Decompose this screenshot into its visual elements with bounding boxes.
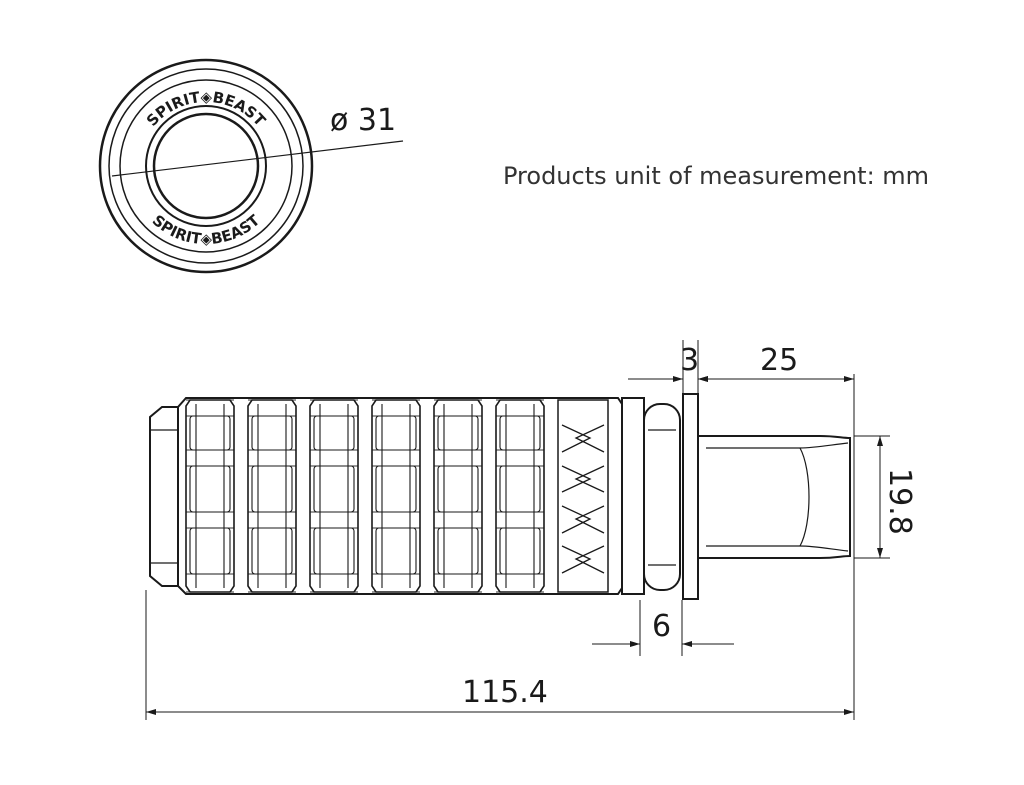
- unit-caption: Products unit of measurement: mm: [503, 162, 930, 190]
- flange: [682, 393, 699, 600]
- knurl-segment-1: [185, 399, 235, 593]
- emblem-band-outer: [119, 79, 293, 253]
- left-end-cap: [149, 406, 179, 587]
- diameter-label: ø 31: [330, 103, 396, 138]
- grip-outline: [177, 397, 623, 595]
- knurl-segment-6: [495, 399, 545, 593]
- bore: [152, 112, 260, 220]
- flange-thickness-label: 3: [680, 343, 699, 378]
- spike-segment: [557, 399, 609, 593]
- diameter-leader: [111, 140, 404, 177]
- knurl-segment-4: [371, 399, 421, 593]
- emblem-band-inner: [145, 105, 267, 227]
- knurl-segment-5: [433, 399, 483, 593]
- grip-segments: [185, 399, 545, 593]
- pin-diameter-label: 19.8: [882, 468, 917, 535]
- side-view: [149, 393, 851, 600]
- collar-width-label: 6: [652, 609, 671, 644]
- outer-ring: [98, 58, 314, 274]
- knurl-segment-2: [247, 399, 297, 593]
- ring: [643, 403, 681, 591]
- dimension-lines: 3 25 19.8 6 115.4: [145, 340, 917, 720]
- outer-ring-inner: [108, 68, 304, 264]
- knurl-segment-3: [309, 399, 359, 593]
- overall-length-label: 115.4: [462, 675, 548, 710]
- collar: [621, 397, 645, 595]
- pin-length-label: 25: [760, 343, 798, 378]
- pin: [697, 435, 851, 559]
- end-view: SPIRIT◈BEAST SPIRIT◈BEAST ø 31: [98, 58, 404, 274]
